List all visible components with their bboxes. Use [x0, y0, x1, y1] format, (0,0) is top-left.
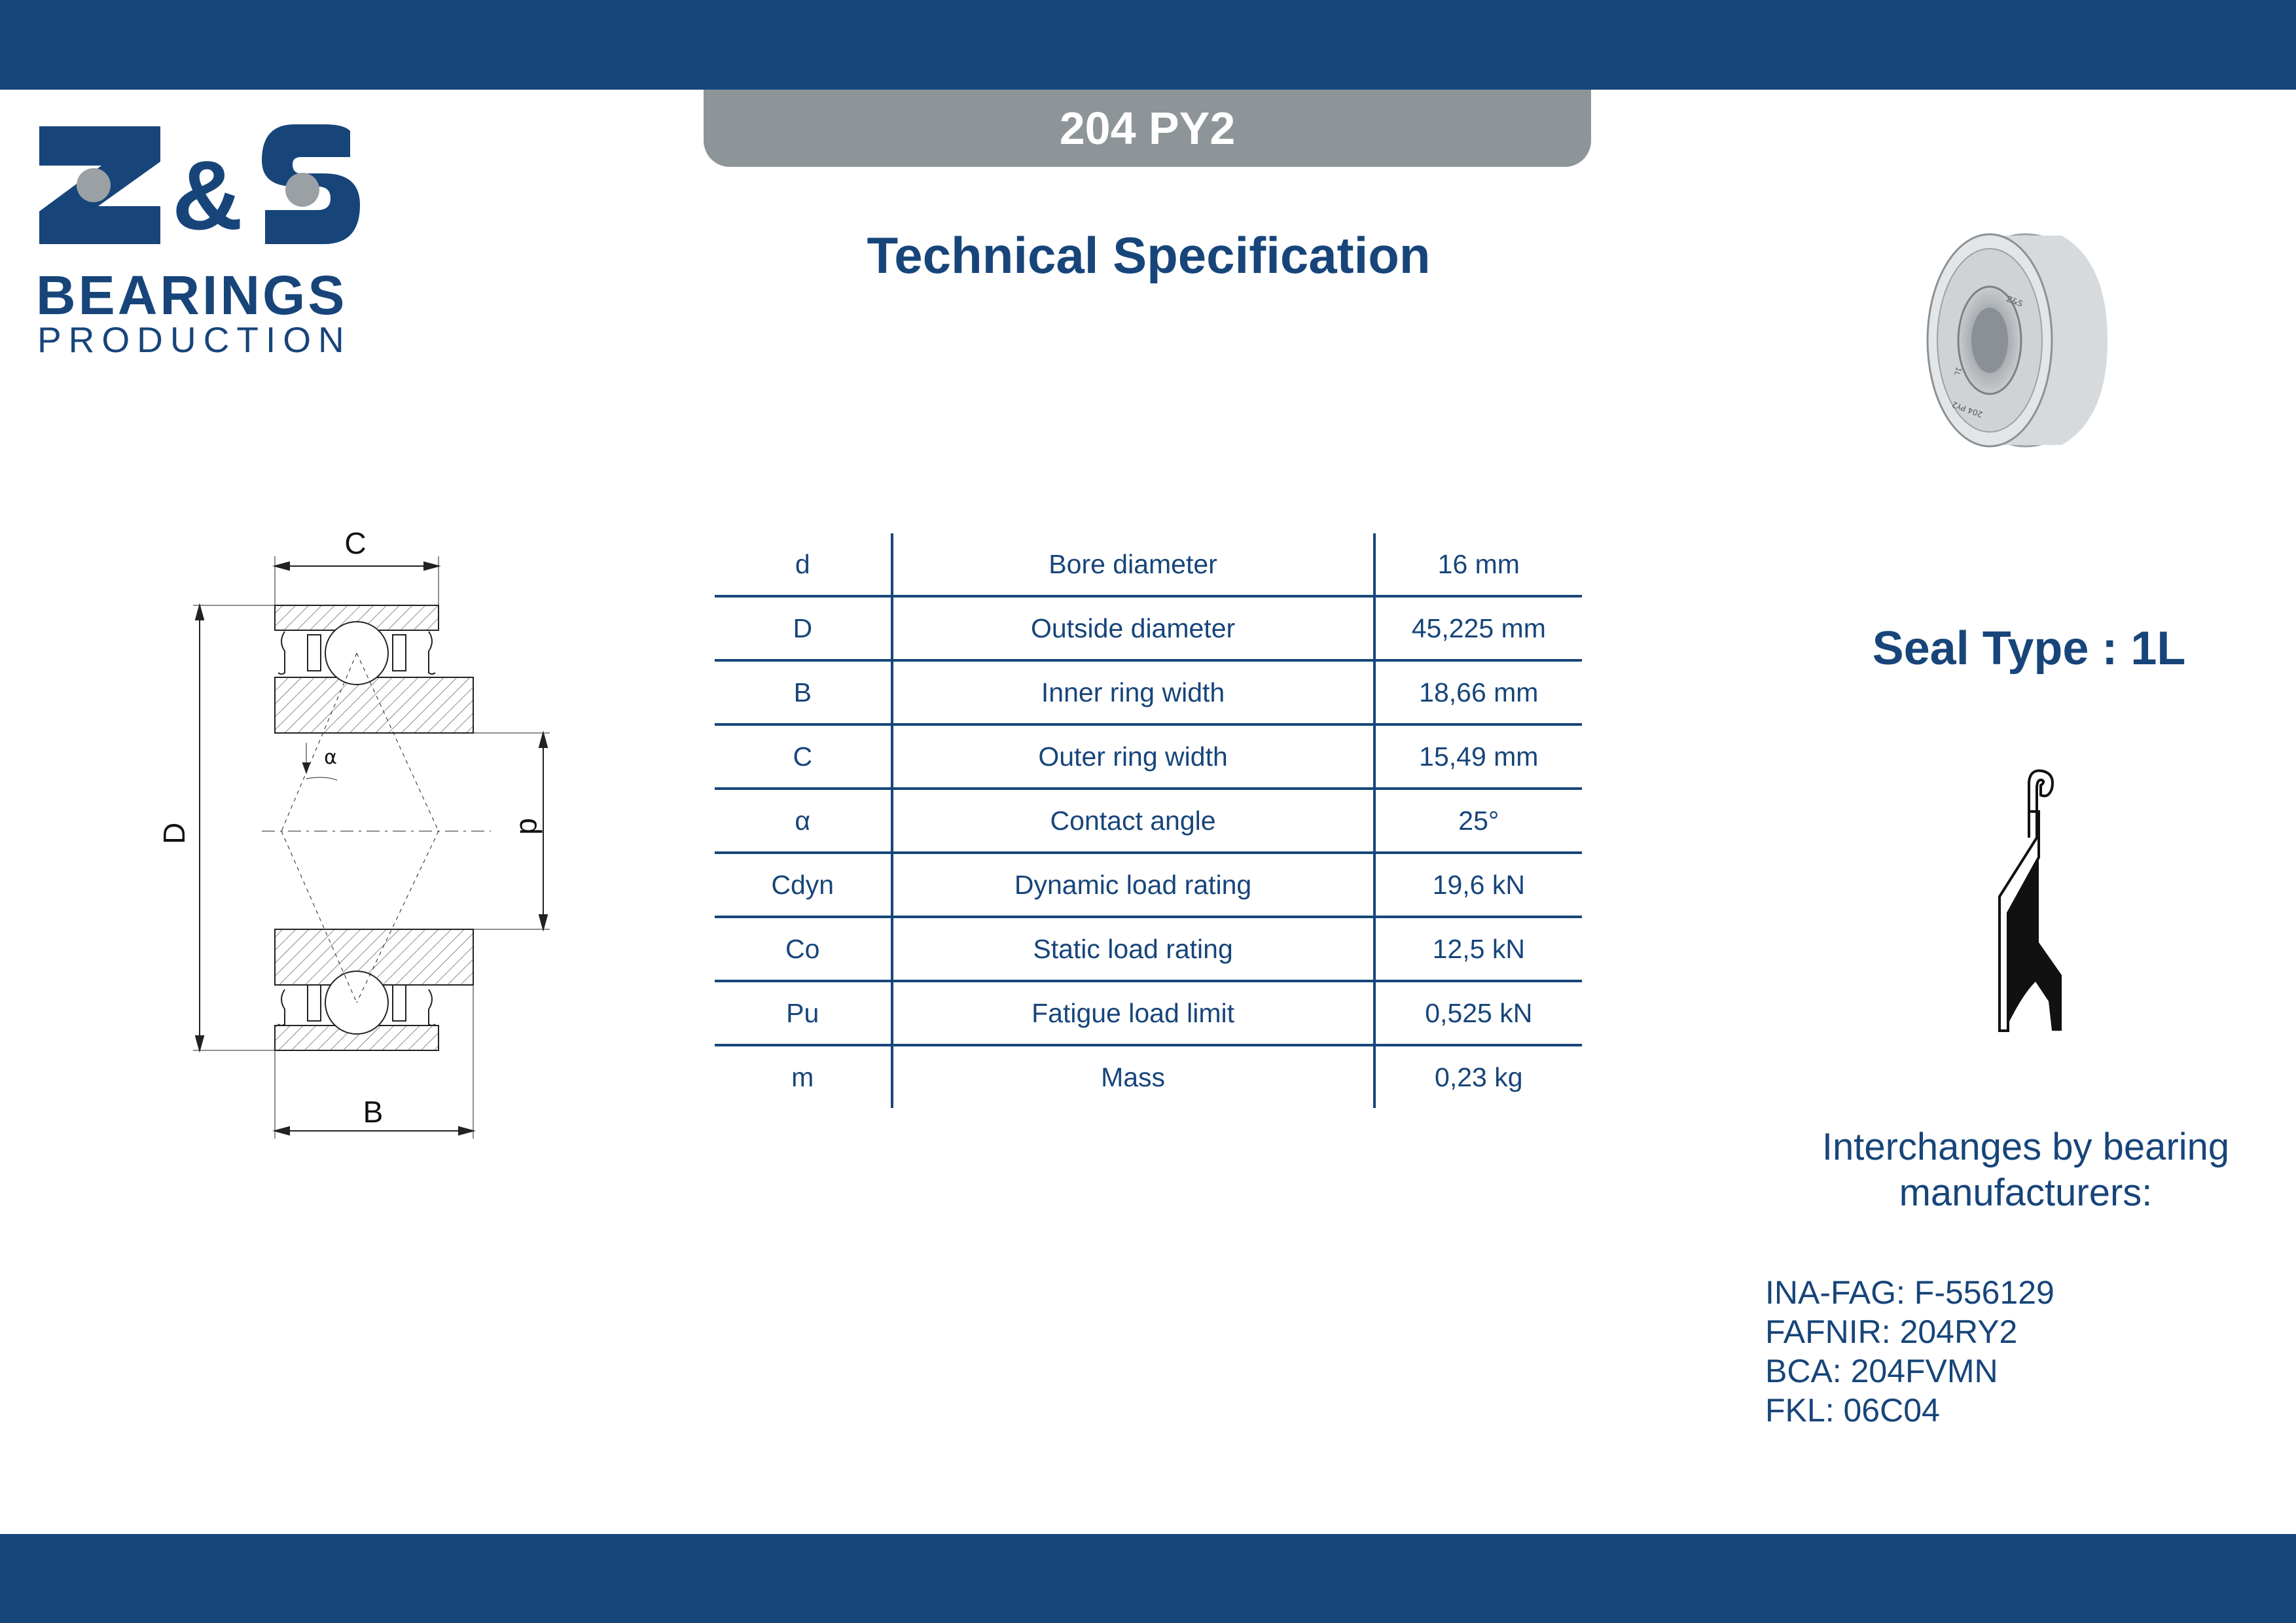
interchanges-title-line2: manufacturers: [1899, 1171, 2153, 1214]
spec-name: Static load rating [891, 917, 1376, 982]
top-band [0, 0, 2296, 90]
spec-name: Dynamic load rating [891, 853, 1376, 918]
spec-symbol: Co [715, 917, 893, 982]
spec-symbol: d [715, 533, 893, 597]
label-D: D [157, 823, 191, 844]
interchange-item: FAFNIR: 204RY2 [1765, 1313, 2018, 1350]
spec-value: 25° [1374, 789, 1582, 854]
model-number-tab: 204 PY2 [704, 90, 1591, 167]
interchange-item: FKL: 06C04 [1765, 1392, 1940, 1429]
bearing-cross-section-drawing: C D d B α [151, 517, 569, 1145]
spec-symbol: C [715, 724, 893, 790]
svg-text:&: & [172, 140, 243, 250]
spec-value: 18,66 mm [1374, 660, 1582, 726]
page-title: Technical Specification [867, 226, 1431, 284]
label-d: d [514, 818, 548, 835]
interchanges-list: INA-FAG: F-556129 FAFNIR: 204RY2 BCA: 20… [1765, 1273, 2054, 1430]
spec-name: Outside diameter [891, 596, 1376, 662]
spec-name: Bore diameter [891, 533, 1376, 597]
interchange-item: BCA: 204FVMN [1765, 1353, 1998, 1389]
bearing-photo: Z&S 204 PY2 1L [1911, 223, 2127, 458]
spec-name: Fatigue load limit [891, 981, 1376, 1046]
interchanges-title: Interchanges by bearing manufacturers: [1767, 1124, 2284, 1216]
spec-value: 12,5 kN [1374, 917, 1582, 982]
spec-symbol: m [715, 1045, 893, 1108]
interchanges-title-line1: Interchanges by bearing [1821, 1126, 2230, 1168]
seal-profile-svg [1998, 769, 2062, 1032]
zs-logo-mark: & [39, 124, 360, 250]
logo-wordmark: BEARINGS [36, 264, 348, 326]
seal-type-title: Seal Type : 1L [1872, 622, 2186, 675]
spec-value: 19,6 kN [1374, 853, 1582, 918]
spec-value: 16 mm [1374, 533, 1582, 597]
spec-value: 15,49 mm [1374, 724, 1582, 790]
company-logo: & BEARINGS PRODUCTION [36, 121, 370, 360]
label-B: B [363, 1095, 384, 1129]
seal-profile-drawing [1983, 766, 2081, 1034]
spec-symbol: D [715, 596, 893, 662]
label-C: C [344, 526, 366, 560]
spec-symbol: Pu [715, 981, 893, 1046]
spec-name: Inner ring width [891, 660, 1376, 726]
bottom-band [0, 1534, 2296, 1623]
cross-section-svg: C D d B α [157, 526, 550, 1139]
logo-tagline: PRODUCTION [37, 319, 351, 360]
spec-name: Contact angle [891, 789, 1376, 854]
spec-value: 0,23 kg [1435, 1061, 1523, 1092]
spec-symbol: α [715, 789, 893, 854]
spec-value: 45,225 mm [1374, 596, 1582, 662]
spec-symbol: B [715, 660, 893, 726]
spec-name: Mass [891, 1045, 1376, 1108]
engraving-code: 1L [1952, 366, 1963, 378]
spec-value: 0,525 kN [1374, 981, 1582, 1046]
spec-symbol: Cdyn [715, 853, 893, 918]
interchange-item: INA-FAG: F-556129 [1765, 1274, 2054, 1311]
bearing-image: Z&S 204 PY2 1L [1926, 233, 2108, 448]
label-alpha: α [324, 746, 337, 769]
spec-name: Outer ring width [891, 724, 1376, 790]
